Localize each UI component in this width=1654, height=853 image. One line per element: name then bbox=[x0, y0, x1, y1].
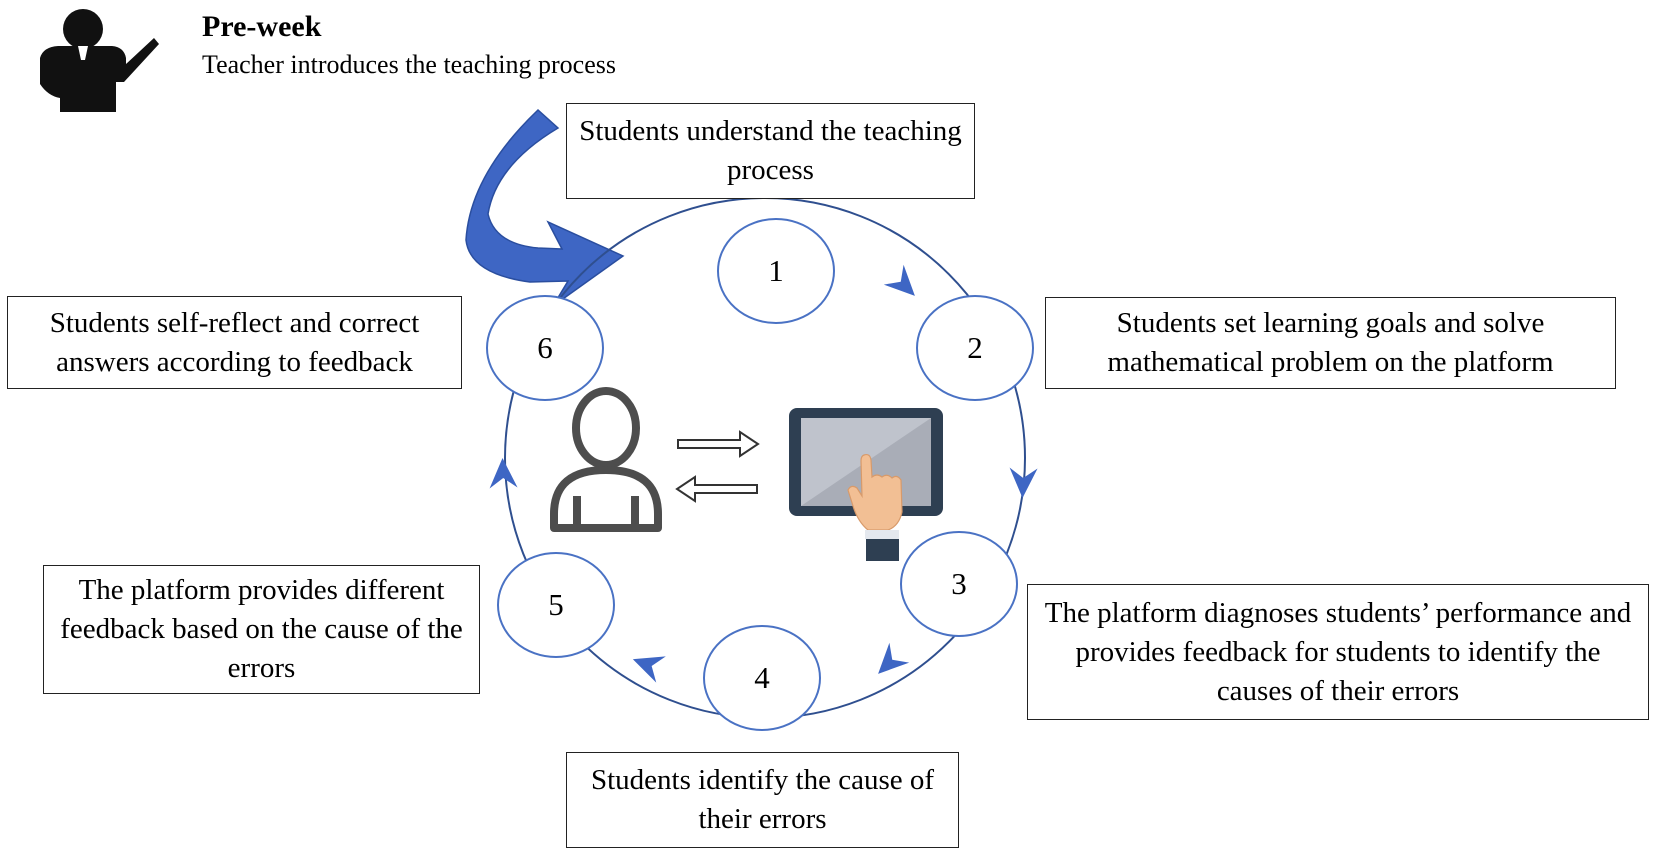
node-circle-5 bbox=[497, 552, 615, 658]
node-number-1: 1 bbox=[768, 253, 784, 288]
step-2-text: Students set learning goals and solve ma… bbox=[1107, 307, 1554, 378]
step-2-box: Students set learning goals and solve ma… bbox=[1045, 297, 1616, 389]
step-6-text: Students self-reflect and correct answer… bbox=[49, 306, 420, 378]
node-number-4: 4 bbox=[754, 660, 770, 695]
step-6-box: Students self-reflect and correct answer… bbox=[7, 296, 462, 389]
node-circle-3 bbox=[900, 531, 1018, 637]
node-number-3: 3 bbox=[951, 566, 967, 601]
node-circle-4 bbox=[703, 625, 821, 731]
teacher-pointer-icon bbox=[40, 9, 159, 112]
cycle-chevron-4-5 bbox=[632, 656, 666, 683]
cycle-nodes bbox=[486, 218, 1034, 731]
node-number-6: 6 bbox=[537, 330, 553, 365]
step-4-box: Students identify the cause of their err… bbox=[566, 752, 959, 848]
exchange-arrows-icon bbox=[675, 430, 760, 503]
step-4-text: Students identify the cause of their err… bbox=[590, 764, 935, 835]
pre-week-title: Pre-week bbox=[202, 10, 322, 43]
step-5-text: The platform provides different feedback… bbox=[60, 574, 463, 684]
node-number-5: 5 bbox=[548, 587, 564, 622]
intro-text: Students understand the teaching process bbox=[579, 115, 962, 186]
step-3-box: The platform diagnoses students’ perform… bbox=[1027, 584, 1649, 720]
cycle-chevron-5-6 bbox=[489, 458, 518, 489]
cycle-chevron-1-2 bbox=[883, 264, 915, 296]
node-circle-1 bbox=[717, 218, 835, 324]
node-number-2: 2 bbox=[967, 330, 983, 365]
node-circle-6 bbox=[486, 295, 604, 401]
tablet-touch-icon bbox=[789, 408, 943, 561]
cycle-chevron-3-4 bbox=[878, 642, 910, 674]
step-3-text: The platform diagnoses students’ perform… bbox=[1044, 596, 1632, 707]
student-person-icon bbox=[550, 387, 662, 532]
pre-week-subtitle: Teacher introduces the teaching process bbox=[202, 50, 616, 79]
cycle-chevron-2-3 bbox=[1009, 467, 1038, 498]
node-circle-2 bbox=[916, 295, 1034, 401]
step-5-box: The platform provides different feedback… bbox=[43, 565, 480, 694]
intro-box: Students understand the teaching process bbox=[566, 103, 975, 199]
